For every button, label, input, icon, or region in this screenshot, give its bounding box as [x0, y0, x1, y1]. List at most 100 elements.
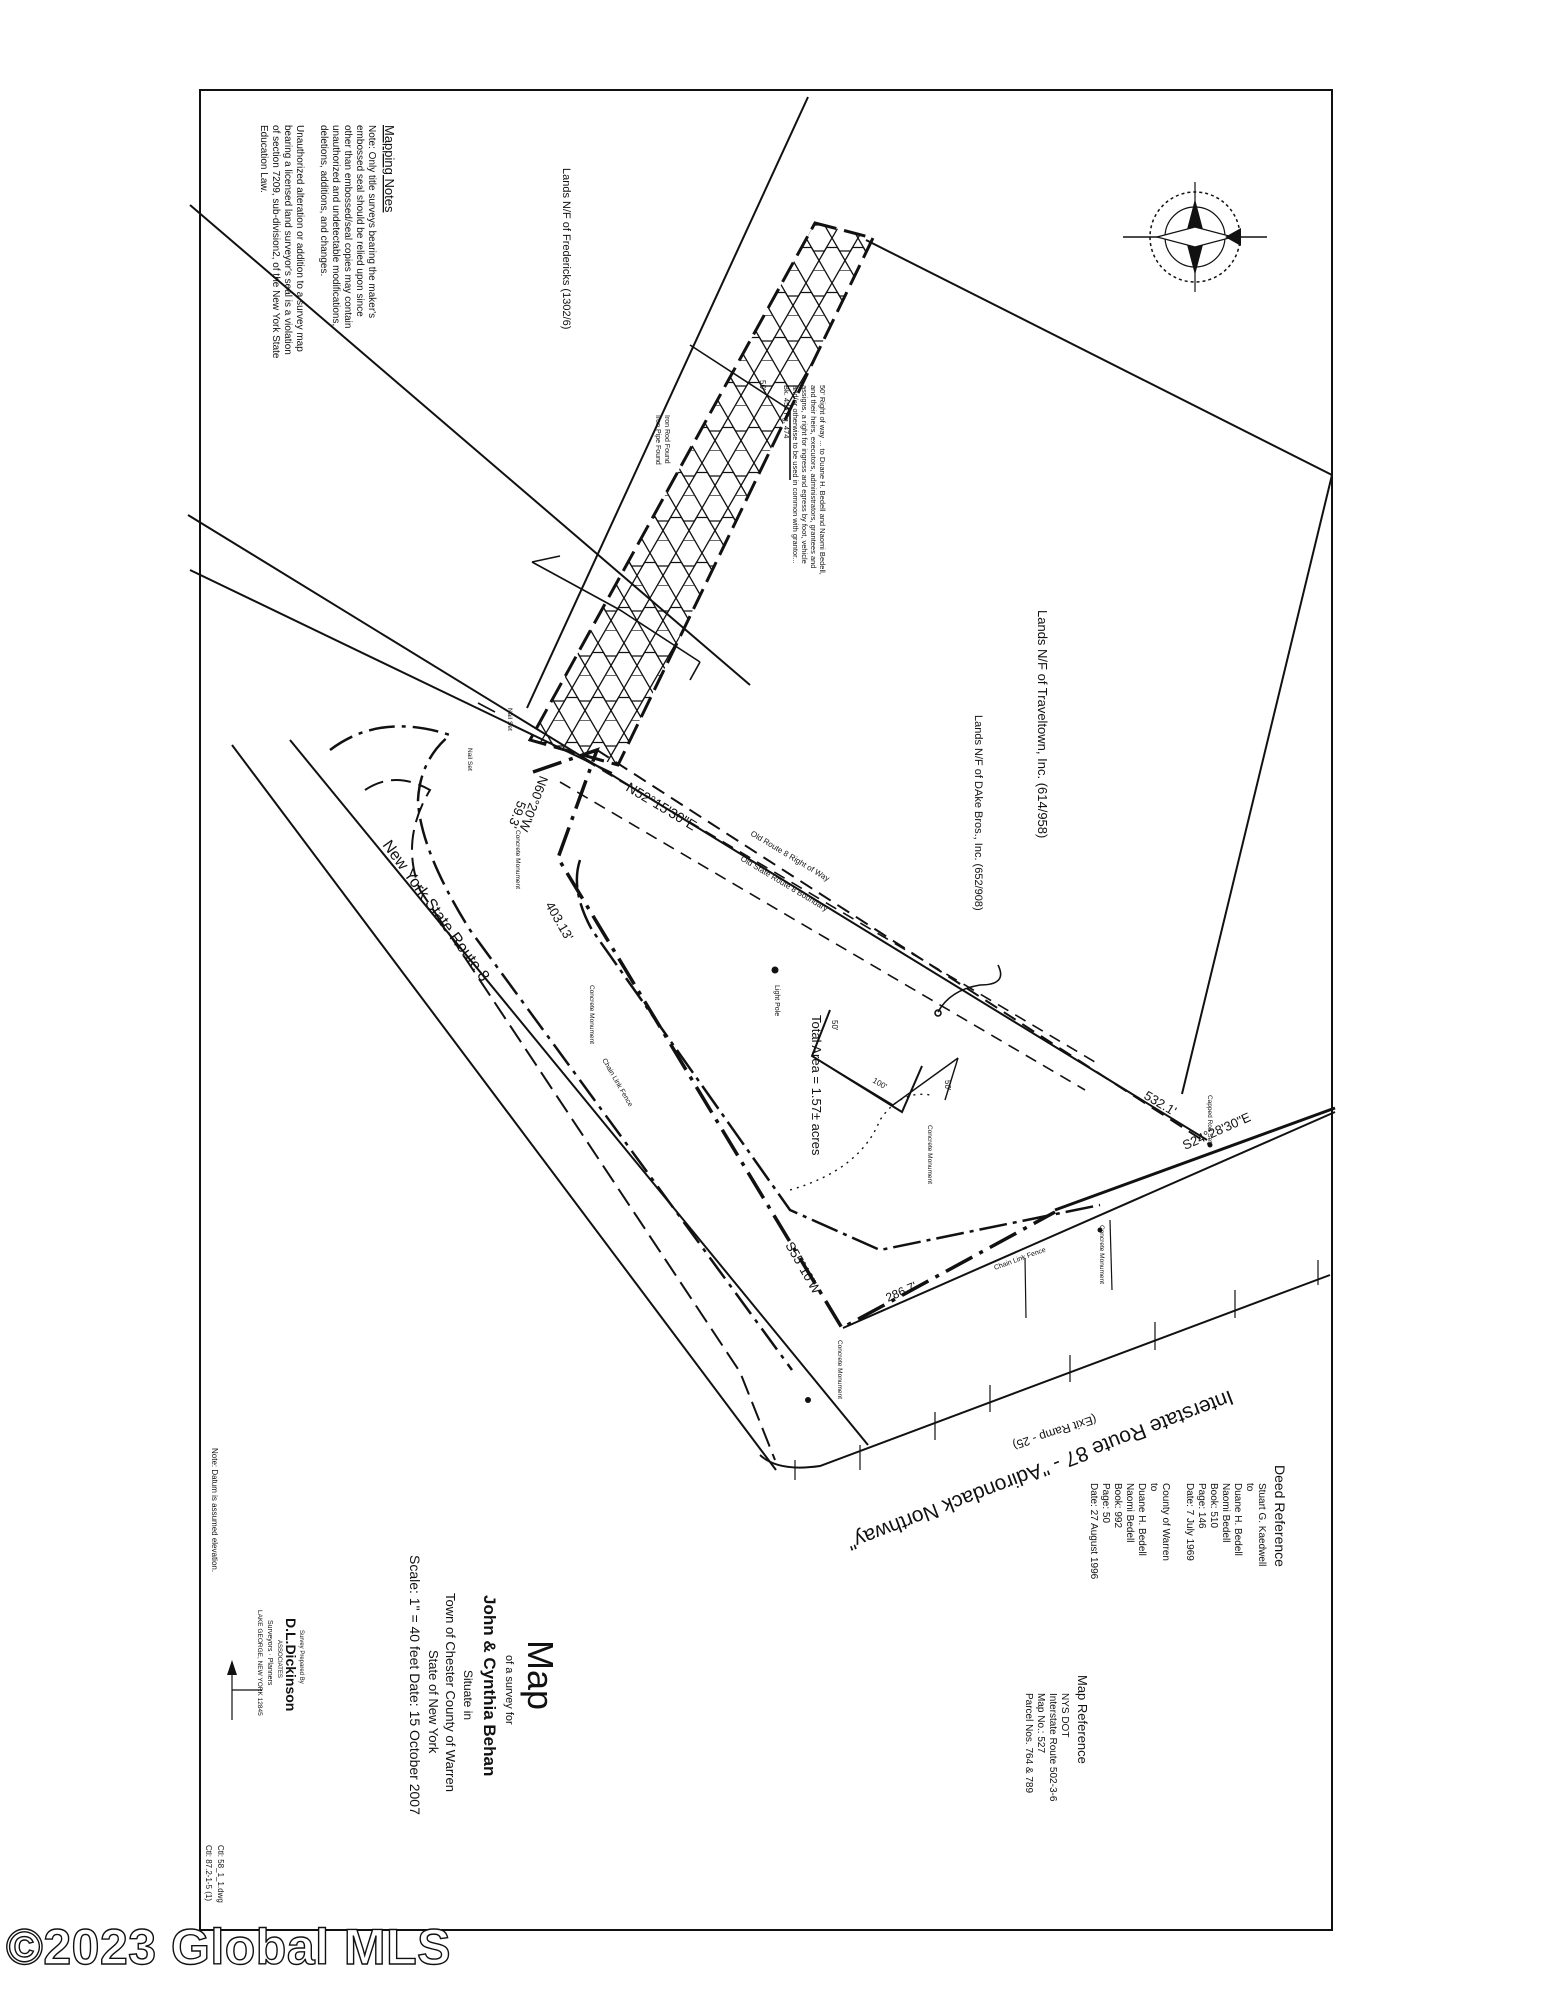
- concrete-monument-label: Concrete Monument: [514, 830, 521, 889]
- datum-note: Note: Datum is assumed elevation.: [210, 1448, 219, 1572]
- row-note-line: and/or otherwise to be used in common wi…: [791, 385, 800, 563]
- light-pole-label: Light Pole: [773, 985, 780, 1016]
- fence-line: [575, 859, 1101, 1252]
- right-of-way-hatch: [527, 221, 876, 767]
- chain-fence-label: Chain Link Fence: [600, 1058, 633, 1109]
- title-map: Map: [520, 1640, 561, 1710]
- surveyor-role: Surveyors · Planners: [266, 1620, 273, 1686]
- old-state-route-boundary-label: Old State Route 8 Boundary: [739, 854, 829, 913]
- old-route-line-2: [559, 781, 1086, 1091]
- distance-southwest-line: 403.13': [542, 899, 576, 943]
- file-reference: Ctl: 58_1_1.dwg Ctl: 87.2-1-5 (1): [204, 1845, 225, 1903]
- title-town: Town of Chester County of Warren: [443, 1593, 458, 1792]
- mapping-notes-line: bearing a licensed land surveyor's seal …: [282, 125, 293, 355]
- compass-rose: [1123, 182, 1267, 292]
- building-dim-1: 50': [830, 1020, 839, 1031]
- iron-rod-note: Iron Rod Found Iron Pipe Found: [654, 415, 670, 465]
- surveyor-name: D.L.Dickinson: [283, 1618, 299, 1711]
- deed-reference-title: Deed Reference: [1272, 1465, 1288, 1567]
- capped-rod-label: Capped Rod Set: [1206, 1095, 1213, 1143]
- deed-line: Date: 7 July 1969: [1184, 1483, 1195, 1561]
- title-state: State of New York: [426, 1650, 441, 1754]
- map-ref-line: Interstate Route 502-3-6: [1047, 1693, 1058, 1802]
- concrete-monument-label: Concrete Monument: [926, 1125, 933, 1184]
- mapping-notes-line: Unauthorized alteration or addition to a…: [294, 125, 305, 352]
- parcel-boundary: [532, 747, 1056, 1331]
- iron-rod-label: Iron Rod Found: [663, 415, 670, 464]
- iron-pipe-label: Iron Pipe Found: [654, 415, 661, 465]
- map-ref-line: Map No.: 527: [1035, 1693, 1046, 1753]
- mapping-notes-line: Note: Only title surveys bearing the mak…: [366, 125, 377, 318]
- lands-fredericks-label: Lands N/F of Fredericks (1302/6): [560, 168, 572, 329]
- deed-line: Page: 50: [1100, 1483, 1111, 1523]
- file-ref-line: Ctl: 87.2-1-5 (1): [204, 1845, 213, 1901]
- title-of-survey: of a survey for: [503, 1655, 515, 1725]
- mapping-notes: Mapping Notes Note: Only title surveys b…: [258, 125, 397, 359]
- map-reference-title: Map Reference: [1075, 1675, 1090, 1764]
- map-border: [199, 89, 1333, 1931]
- building-outline-2: [811, 1055, 959, 1106]
- leader-lines: [477, 344, 1002, 1017]
- curb-line-2: [364, 779, 776, 1461]
- surveyor-associates: ASSOCIATES: [276, 1640, 282, 1678]
- lands-dake-label: Lands N/F of DAke Bros., Inc. (652/908): [972, 715, 984, 911]
- title-block: Map of a survey for John & Cynthia Behan…: [407, 1555, 561, 1815]
- interstate-ramp-edge: [759, 1274, 1331, 1469]
- map-reference: Map Reference NYS DOT Interstate Route 5…: [1023, 1675, 1090, 1802]
- deed-line: Naomi Bedell: [1220, 1483, 1231, 1542]
- row-note-line: Bk. 456 Pg. 474: [782, 385, 791, 438]
- row-note-line: and their heirs, executors, administrato…: [809, 385, 818, 568]
- station-ticks: [794, 1219, 1319, 1480]
- row-width-dim: 50': [758, 380, 767, 391]
- row-note-line: assigns, a right for ingress and egress …: [800, 385, 809, 564]
- interstate-label: Interstate Route 87 - "Adirondack Northw…: [844, 1385, 1237, 1554]
- mapping-notes-line: of section 7209, sub-division2, of the N…: [270, 125, 281, 359]
- title-client: John & Cynthia Behan: [480, 1595, 499, 1776]
- parcel-inner-boundary: [596, 749, 1211, 1146]
- concrete-monument-label: Concrete Monument: [836, 1340, 843, 1399]
- deed-line: Page: 146: [1196, 1483, 1207, 1529]
- concrete-monument-label: Concrete Monument: [588, 985, 595, 1044]
- building-dim-2: 100': [871, 1076, 889, 1091]
- right-of-way-note: 50' Right of way ... to Duane H. Bedell …: [782, 385, 827, 575]
- curb-line: [329, 725, 794, 1371]
- map-ref-line: Parcel Nos. 764 & 789: [1023, 1693, 1034, 1793]
- deed-line: County of Warren: [1160, 1483, 1171, 1561]
- deed-line: Book: 510: [1208, 1483, 1219, 1528]
- map-ref-line: NYS DOT: [1059, 1693, 1070, 1737]
- lands-traveltown-label: Lands N/F of Traveltown, Inc. (614/958): [1035, 610, 1050, 838]
- deed-line: Duane H. Bedell: [1136, 1483, 1147, 1556]
- mapping-notes-line: other than embossed/seal copies may cont…: [342, 125, 353, 328]
- deed-line: Date: 27 August 1996: [1088, 1483, 1099, 1580]
- file-ref-line: Ctl: 58_1_1.dwg: [216, 1845, 225, 1903]
- deed-line: to: [1148, 1483, 1159, 1492]
- surveyor-pointer: [227, 1660, 262, 1720]
- nail-set-label: Nail Set: [506, 708, 513, 731]
- monument-marks: [771, 966, 1213, 1403]
- title-situate: Situate in: [461, 1670, 475, 1720]
- deed-line: to: [1244, 1483, 1255, 1492]
- deed-line: Book: 992: [1112, 1483, 1123, 1528]
- mapping-notes-line: unauthorized and undetectable modificati…: [330, 125, 341, 326]
- deed-line: Naomi Bedell: [1124, 1483, 1135, 1542]
- title-scale: Scale: 1" = 40 feet Date: 15 October 200…: [407, 1555, 423, 1815]
- mapping-notes-line: embossed seal should be relied upon sinc…: [354, 125, 365, 317]
- surveyor-address: LAKE GEORGE, NEW YORK 12845: [256, 1610, 263, 1716]
- nail-set-label-2: Nail Set: [466, 748, 473, 771]
- deed-reference: Deed Reference Stuart G. Kaedwell to Dua…: [1088, 1465, 1288, 1580]
- deed-line: Duane H. Bedell: [1232, 1483, 1243, 1556]
- mapping-notes-heading: Mapping Notes: [382, 125, 397, 213]
- surveyor-block: Survey Prepared By D.L.Dickinson ASSOCIA…: [256, 1610, 304, 1716]
- mapping-notes-line: deletions, additions, and changes.: [318, 125, 329, 276]
- total-area-label: Total Area = 1.57± acres: [809, 1015, 824, 1156]
- bearing-southwest-line: S55°10'W: [782, 1239, 824, 1297]
- surveyor-prepared: Survey Prepared By: [298, 1630, 304, 1684]
- concrete-monument-label: Concrete Monument: [1098, 1225, 1105, 1284]
- building-dim-3: 50': [943, 1080, 952, 1091]
- deed-line: Stuart G. Kaedwell: [1256, 1483, 1267, 1566]
- distance-south-line: 286.7': [884, 1279, 919, 1305]
- copyright-watermark: ©2023 Global MLS: [5, 1919, 451, 1975]
- row-note-line: 50' Right of way ... to Duane H. Bedell …: [818, 385, 827, 575]
- mapping-notes-line: Education Law.: [258, 125, 269, 193]
